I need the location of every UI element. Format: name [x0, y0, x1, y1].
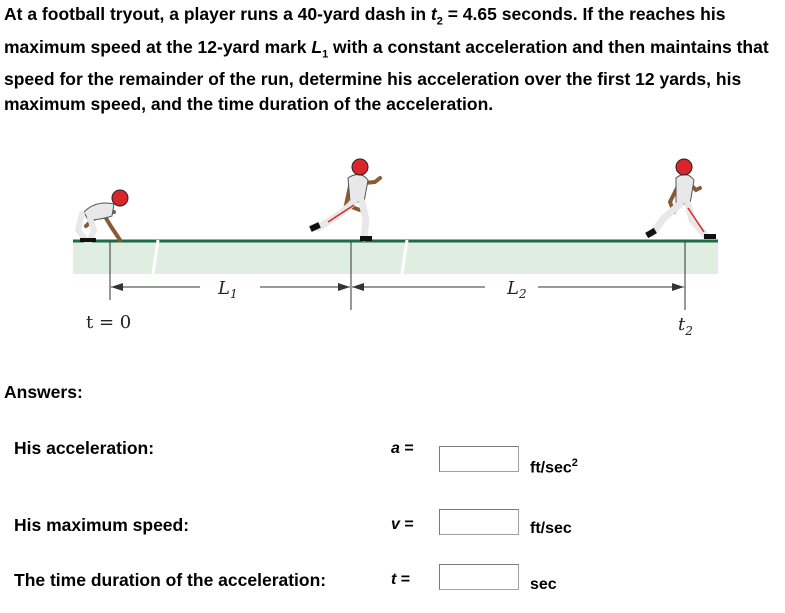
t0-label: t = 0: [86, 312, 131, 333]
t2-symbol: t: [430, 4, 437, 24]
time-duration-unit: sec: [530, 576, 557, 593]
L1-label: L1: [217, 278, 238, 301]
L1-arrow-left: [111, 283, 123, 291]
player-crouched-start: [74, 189, 129, 243]
acceleration-unit: ft/sec2: [530, 457, 578, 477]
L1-subscript: 1: [322, 48, 329, 60]
max-speed-input[interactable]: [439, 509, 519, 535]
answers-heading: Answers:: [4, 382, 83, 402]
player-running-finish: [645, 158, 716, 240]
player-running-mid: [309, 158, 382, 242]
t2-subscript: 2: [436, 15, 443, 28]
break-mark-left: [151, 239, 160, 275]
max-speed-unit: ft/sec: [530, 520, 572, 537]
acceleration-variable: a =: [391, 440, 414, 457]
problem-text-1: At a football tryout, a player runs a 40…: [4, 4, 431, 24]
time-duration-label: The time duration of the acceleration:: [14, 570, 327, 590]
max-speed-variable: v =: [391, 516, 414, 533]
problem-text-3: with a constant acceleration and then ma…: [4, 36, 769, 115]
acceleration-label: His acceleration:: [14, 438, 155, 458]
time-duration-variable: t =: [391, 571, 411, 588]
L2-arrow-right: [672, 283, 684, 291]
t2-label: t2: [678, 314, 693, 338]
L1-arrow-right: [338, 283, 350, 291]
problem-statement: At a football tryout, a player runs a 40…: [4, 2, 782, 117]
time-duration-input[interactable]: [439, 564, 519, 590]
L2-arrow-left: [352, 283, 364, 291]
max-speed-label: His maximum speed:: [14, 515, 190, 535]
L2-label: L2: [506, 278, 527, 301]
acceleration-input[interactable]: [439, 446, 519, 472]
problem-text-2: = 4.65 seconds. If the reaches his maxim…: [4, 4, 726, 57]
football-dash-diagram: L1 L2 t = 0 t2: [73, 158, 718, 338]
ground-strip: [73, 241, 718, 274]
L1-symbol: L: [311, 36, 323, 57]
break-mark-right: [400, 239, 409, 275]
